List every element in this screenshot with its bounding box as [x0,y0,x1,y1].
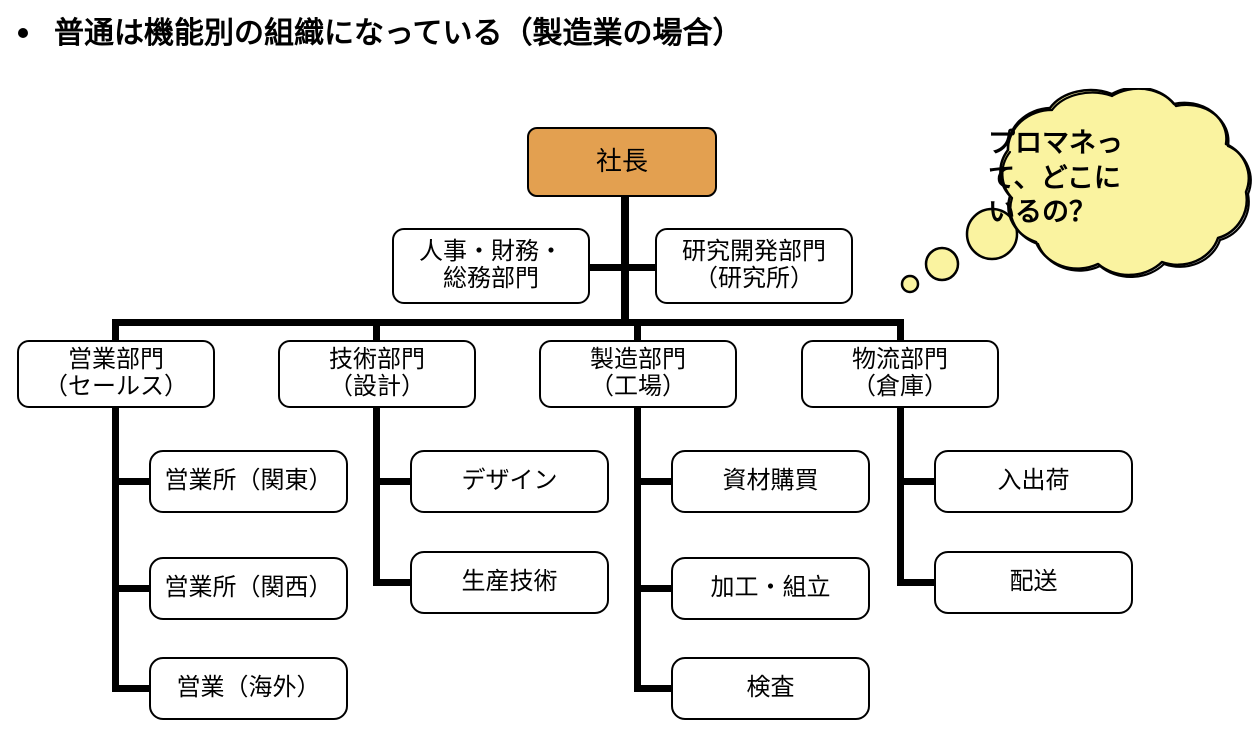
org-node-design[interactable]: デザイン [410,450,609,513]
org-node-sales-office-kansai[interactable]: 営業所（関西） [149,557,348,620]
org-node-machining-assembly[interactable]: 加工・組立 [671,557,870,620]
org-node-sales-office-kansai-label: 営業所（関西） [164,574,333,602]
org-node-president-label: 社長 [595,146,648,177]
connector-drop-engineering [373,319,380,343]
connector-drop-logistics [897,319,904,343]
slide-title-row: 普通は機能別の組織になっている（製造業の場合） [8,8,1108,58]
org-node-design-label: デザイン [461,467,558,495]
org-node-hr-finance-admin-label: 人事・財務・ 総務部門 [419,238,563,292]
org-node-sales-office-kanto-label: 営業所（関東） [164,467,333,495]
org-node-hr-finance-admin[interactable]: 人事・財務・ 総務部門 [392,228,590,304]
connector-stub-manufacturing-3 [634,685,676,692]
org-node-material-purchasing[interactable]: 資材購買 [671,450,870,513]
org-node-manufacturing-dept-label: 製造部門 （工場） [590,346,686,400]
org-node-engineering-dept-label: 技術部門 （設計） [329,346,425,400]
org-node-delivery-label: 配送 [1009,568,1058,596]
thought-bubble-text: プロマネっ て、どこに いるの？ [988,128,1123,228]
org-node-sales-overseas-label: 営業（海外） [176,674,321,702]
org-node-sales-overseas[interactable]: 営業（海外） [149,657,348,720]
org-node-rnd-label: 研究開発部門 （研究所） [682,238,826,292]
org-node-receiving-shipping-label: 入出荷 [997,467,1070,495]
connector-staff-left [588,264,626,271]
connector-trunk-sales [112,406,119,692]
connector-drop-manufacturing [634,319,641,343]
bullet-dot-icon [18,28,28,38]
connector-staff-right [624,264,659,271]
org-node-manufacturing-dept[interactable]: 製造部門 （工場） [539,340,737,408]
connector-stub-engineering-2 [373,579,415,586]
org-node-sales-office-kanto[interactable]: 営業所（関東） [149,450,348,513]
page-title: 普通は機能別の組織になっている（製造業の場合） [54,16,743,50]
thought-bubble-shape [900,86,1252,294]
connector-drop-sales [112,319,119,343]
org-node-inspection-label: 検査 [746,674,795,702]
org-node-logistics-dept[interactable]: 物流部門 （倉庫） [801,340,999,408]
connector-trunk-manufacturing [634,406,641,692]
connector-stub-manufacturing-1 [634,478,676,485]
connector-root-trunk [621,195,629,326]
connector-stub-sales-2 [112,585,154,592]
org-node-production-engineering[interactable]: 生産技術 [410,551,609,614]
org-node-material-purchasing-label: 資材購買 [722,467,819,495]
org-node-production-engineering-label: 生産技術 [461,568,558,596]
org-node-logistics-dept-label: 物流部門 （倉庫） [852,346,948,400]
connector-trunk-engineering [373,406,380,586]
org-node-machining-assembly-label: 加工・組立 [710,574,831,602]
org-node-inspection[interactable]: 検査 [671,657,870,720]
thought-bubble: プロマネっ て、どこに いるの？ [880,86,1258,328]
connector-trunk-logistics [897,406,904,586]
org-node-rnd[interactable]: 研究開発部門 （研究所） [655,228,853,304]
org-node-president[interactable]: 社長 [527,127,717,197]
org-node-sales-dept-label: 営業部門 （セールス） [44,346,188,400]
org-node-receiving-shipping[interactable]: 入出荷 [934,450,1133,513]
connector-stub-logistics-2 [897,579,939,586]
org-node-delivery[interactable]: 配送 [934,551,1133,614]
connector-stub-engineering-1 [373,478,415,485]
connector-stub-sales-3 [112,685,154,692]
connector-stub-manufacturing-2 [634,585,676,592]
connector-department-bus [112,319,904,326]
connector-stub-logistics-1 [897,478,939,485]
connector-stub-sales-1 [112,478,154,485]
org-node-engineering-dept[interactable]: 技術部門 （設計） [278,340,476,408]
org-node-sales-dept[interactable]: 営業部門 （セールス） [17,340,215,408]
